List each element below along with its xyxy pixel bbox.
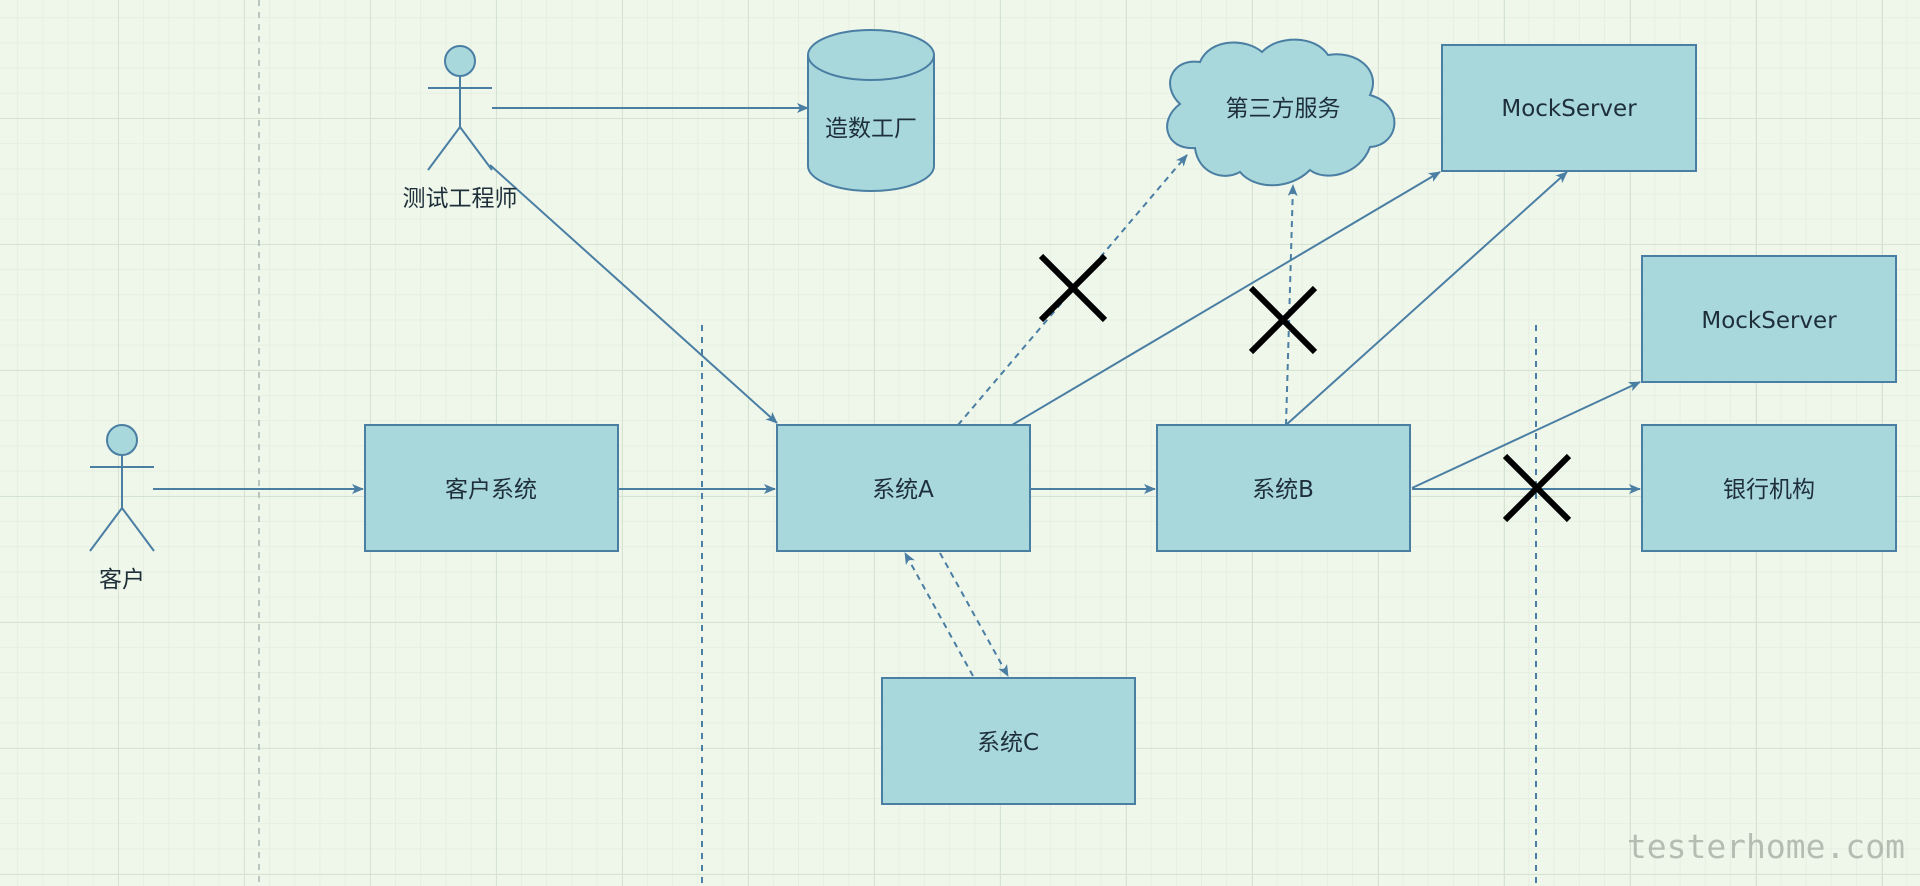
system-a-box[interactable]: 系统A — [776, 424, 1031, 552]
mock-server-top-box[interactable]: MockServer — [1441, 44, 1697, 172]
connectors — [153, 103, 1641, 677]
bank-box[interactable]: 银行机构 — [1641, 424, 1897, 552]
test-engineer-actor[interactable]: 测试工程师 — [403, 45, 518, 212]
mock-server-top-label: MockServer — [1501, 96, 1637, 122]
arrow-system-a-to-mock-server-top — [1011, 171, 1441, 426]
arrow-system-b-to-mock-server-top — [1285, 171, 1568, 426]
blocked-x-icon-bank — [1502, 453, 1572, 523]
blocked-x-icon-third-party-b — [1248, 285, 1318, 355]
system-b-label: 系统B — [1252, 477, 1314, 503]
customer-system-box[interactable]: 客户系统 — [364, 424, 619, 552]
mock-server-right-label: MockServer — [1701, 308, 1837, 334]
customer-head — [106, 424, 138, 456]
dashed-arrow-system-b-to-third-party — [1285, 184, 1298, 426]
system-b-box[interactable]: 系统B — [1156, 424, 1411, 552]
customer-label: 客户 — [99, 567, 145, 593]
customer-actor[interactable]: 客户 — [89, 424, 155, 593]
test-engineer-head — [444, 45, 476, 77]
third-party-cloud[interactable]: 第三方服务 — [1166, 38, 1396, 187]
mock-server-right-box[interactable]: MockServer — [1641, 255, 1897, 383]
blocked-x-icon-third-party-a — [1038, 253, 1108, 323]
dashed-arrow-system-c-to-system-a — [904, 552, 974, 677]
watermark: testerhome.com — [1627, 827, 1905, 866]
third-party-label: 第三方服务 — [1226, 96, 1341, 122]
data-factory-cylinder[interactable]: 造数工厂 — [807, 29, 935, 192]
arrow-engineer-to-system-a — [489, 164, 778, 424]
system-a-label: 系统A — [872, 477, 934, 503]
customer-system-label: 客户系统 — [445, 477, 537, 503]
data-factory-label: 造数工厂 — [825, 116, 917, 142]
system-c-label: 系统C — [977, 730, 1039, 756]
system-c-box[interactable]: 系统C — [881, 677, 1136, 805]
arrow-system-b-to-mock-server-right — [1411, 381, 1641, 489]
dashed-arrow-system-a-to-system-c — [939, 552, 1009, 677]
bank-label: 银行机构 — [1723, 477, 1815, 503]
test-engineer-label: 测试工程师 — [403, 186, 518, 212]
